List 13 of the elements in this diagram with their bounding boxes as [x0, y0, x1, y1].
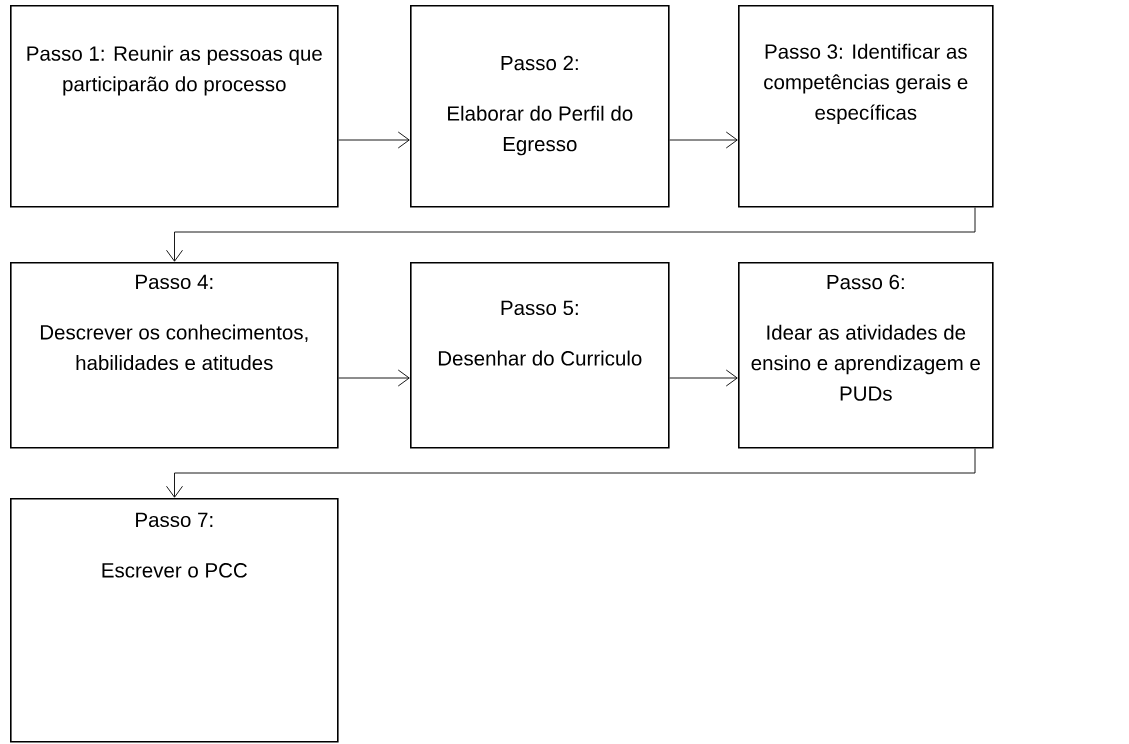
process-box: Passo 4: Descrever os conhecimentos, habilidades e atitudes — [10, 262, 339, 449]
arrow — [669, 369, 738, 387]
process-box: Passo 2: Elaborar do Perfil do Egresso — [410, 5, 670, 208]
arrow — [166, 448, 976, 498]
arrow — [338, 369, 410, 387]
process-box: Passo 7: Escrever o PCC — [10, 498, 339, 743]
arrow — [166, 207, 976, 262]
arrow — [669, 131, 738, 149]
process-box: Passo 1: Reunir as pessoas que participarão do processo — [10, 5, 339, 208]
process-box: Passo 5: Desenhar do Curriculo — [410, 262, 670, 449]
process-box: Passo 6: Idear as atividades de ensino e aprendizagem e PUDs — [738, 262, 994, 449]
process-box: Passo 3: Identificar as competências gerais e específicas — [738, 5, 994, 208]
arrow — [338, 131, 410, 149]
